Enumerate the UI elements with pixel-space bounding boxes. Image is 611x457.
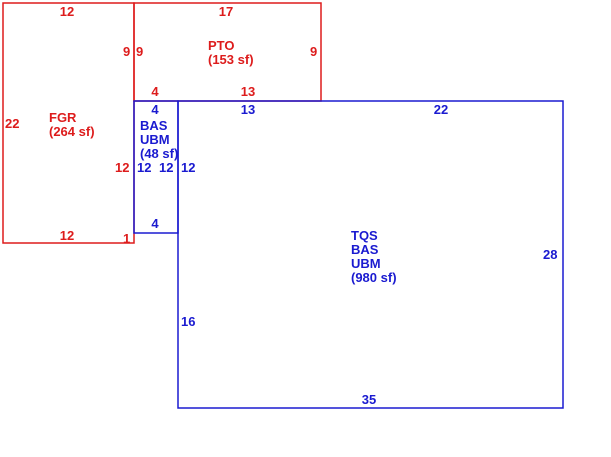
dim-tqs-top-right: 22 [434,102,448,117]
tqs-label-line: UBM [351,256,381,271]
bas-label-line: BAS [140,118,168,133]
dim-fgr-right-lower: 12 [115,160,129,175]
dim-pto-bottom-right: 13 [241,84,255,99]
pto-area-label: PTO (153 sf) [208,38,254,67]
dim-bas-right-outer: 12 [181,160,195,175]
dim-bas-left: 12 [137,160,151,175]
tqs-area-label: TQS BAS UBM (980 sf) [351,228,397,285]
dim-bas-right-inner: 12 [159,160,173,175]
bas-label-line: UBM [140,132,170,147]
dim-tqs-top-left: 13 [241,102,255,117]
fgr-label-line: FGR [49,110,77,125]
dim-fgr-left: 22 [5,116,19,131]
dim-bas-top: 4 [151,102,159,117]
bas-small-area-label: BAS UBM (48 sf) [140,118,178,161]
fgr-area-label: FGR (264 sf) [49,110,95,139]
dim-tqs-left: 16 [181,314,195,329]
dim-fgr-right-upper: 9 [123,44,130,59]
dim-fgr-bottom-right: 1 [123,231,130,246]
tqs-label-line: (980 sf) [351,270,397,285]
tqs-label-line: TQS [351,228,378,243]
bas-label-line: (48 sf) [140,146,178,161]
dim-tqs-right: 28 [543,247,557,262]
dim-fgr-top: 12 [60,4,74,19]
dim-pto-bottom-left: 4 [151,84,159,99]
pto-label-line: PTO [208,38,235,53]
dim-fgr-bottom: 12 [60,228,74,243]
dim-bas-bottom: 4 [151,216,159,231]
dim-pto-right: 9 [310,44,317,59]
tqs-outline [177,100,564,409]
dim-pto-left: 9 [136,44,143,59]
pto-label-line: (153 sf) [208,52,254,67]
fgr-label-line: (264 sf) [49,124,95,139]
dim-tqs-bottom: 35 [362,392,376,407]
tqs-label-line: BAS [351,242,379,257]
dim-pto-top: 17 [219,4,233,19]
